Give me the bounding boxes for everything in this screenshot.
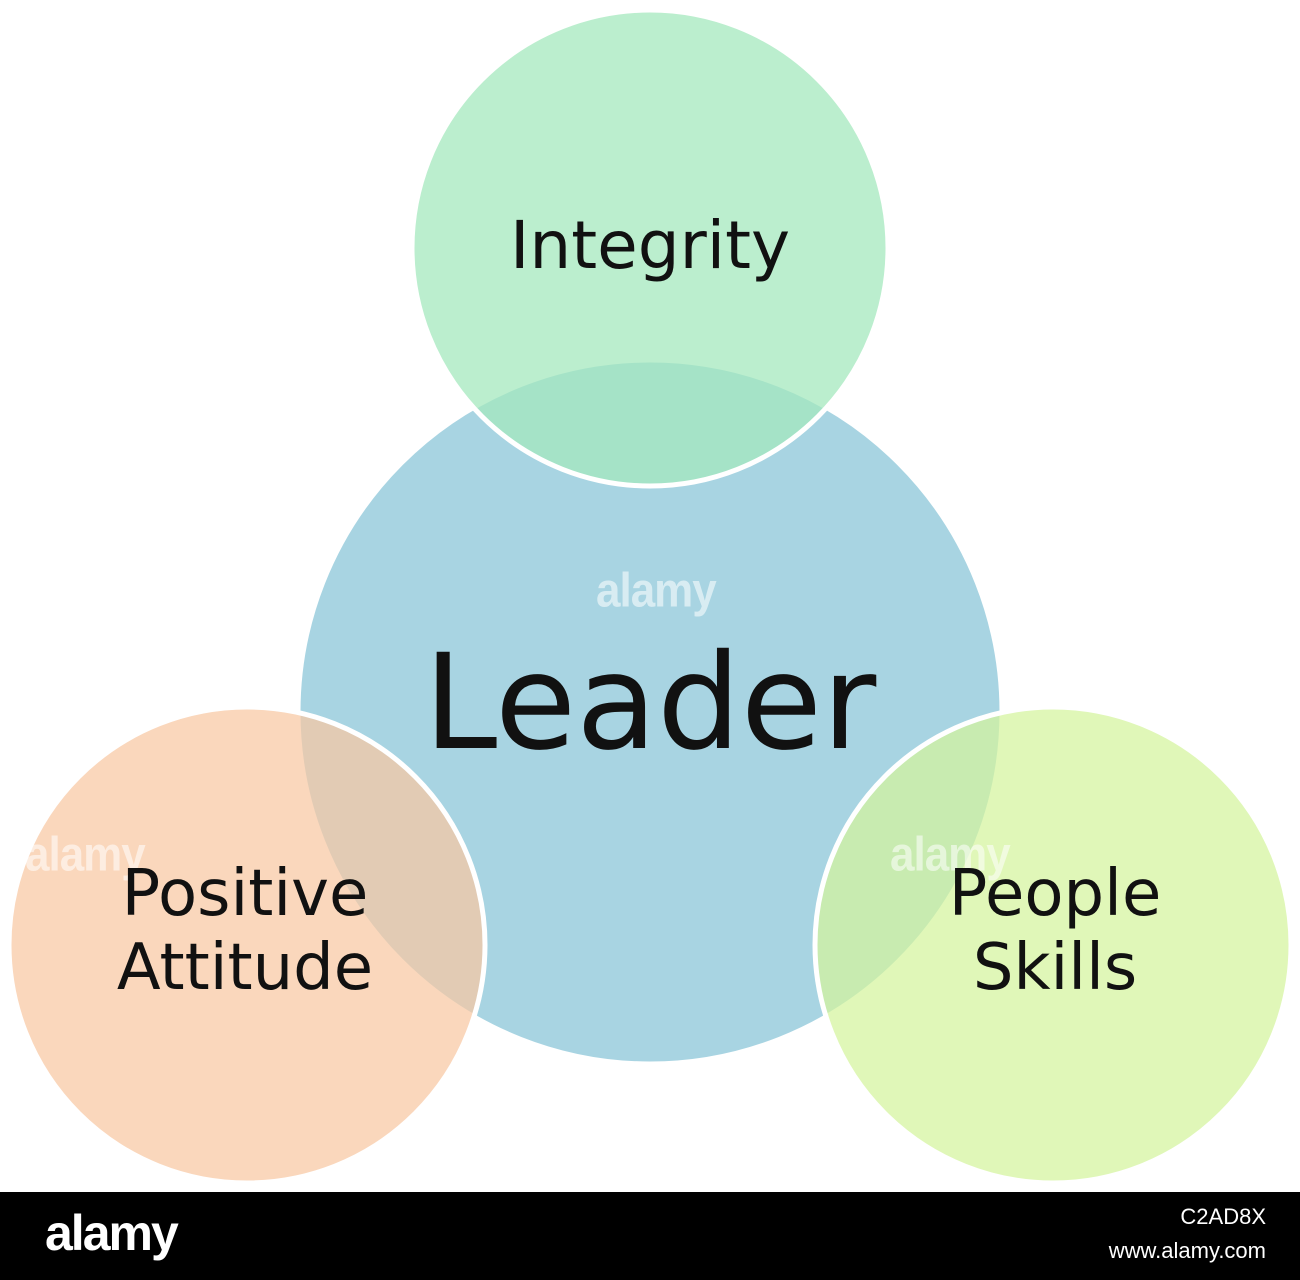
positive-attitude-line2: Attitude bbox=[116, 930, 374, 1005]
people-skills-line1: People bbox=[948, 857, 1162, 931]
leader-label: Leader bbox=[423, 626, 877, 780]
positive-attitude-line1: Positive bbox=[121, 857, 369, 931]
integrity-label: Integrity bbox=[509, 207, 791, 284]
image-id: C2AD8X bbox=[1180, 1204, 1266, 1229]
footer-url: www.alamy.com bbox=[1108, 1238, 1266, 1263]
positive-attitude-label: Positive Attitude bbox=[50, 857, 440, 1005]
people-skills-circle bbox=[812, 704, 1294, 1186]
people-skills-line2: Skills bbox=[972, 930, 1138, 1005]
circles-canvas bbox=[6, 7, 1294, 1186]
watermark: alamy bbox=[890, 827, 1011, 882]
positive-attitude-circle bbox=[6, 704, 488, 1186]
footer-bar: alamy C2AD8X www.alamy.com bbox=[0, 1192, 1300, 1280]
venn-diagram: alamy alamy alamy Integrity Leader Posit… bbox=[6, 7, 1294, 1186]
watermark: alamy bbox=[25, 827, 146, 882]
people-skills-label: People Skills bbox=[860, 857, 1250, 1005]
alamy-logo: alamy bbox=[45, 1205, 179, 1261]
integrity-circle bbox=[409, 7, 891, 489]
watermark: alamy bbox=[596, 563, 717, 618]
